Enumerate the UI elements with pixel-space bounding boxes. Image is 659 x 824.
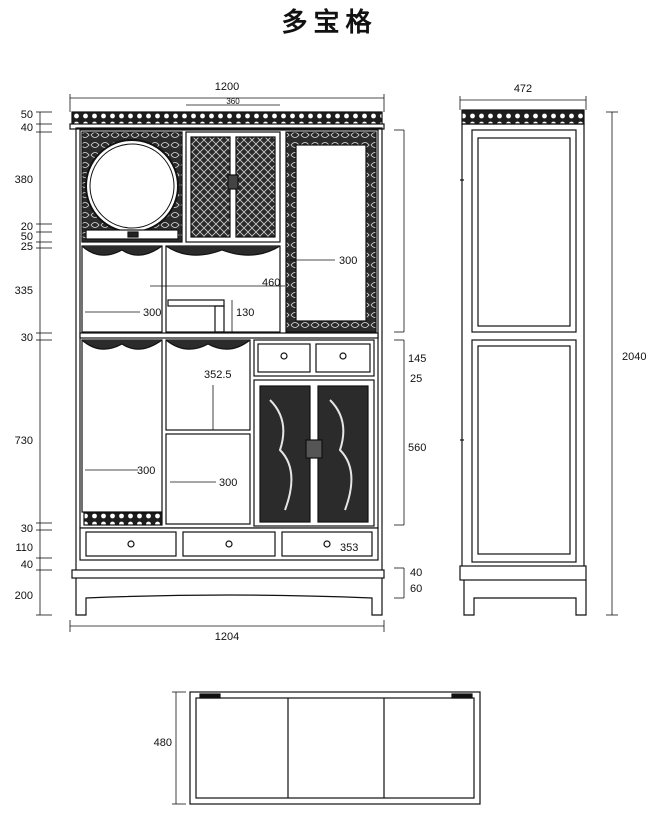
upper-drawer-left [257, 343, 311, 373]
middle-open-shelf [165, 245, 281, 333]
dim-center-lower: 300 [219, 477, 237, 489]
dim-left-5: 25 [21, 241, 33, 253]
dim-right-3: 40 [410, 567, 422, 579]
dim-left-0: 50 [21, 109, 33, 121]
left-open-shelf [81, 245, 163, 333]
dim-left-9: 30 [21, 523, 33, 535]
dim-left-10: 110 [15, 542, 33, 554]
dim-round-shelf: 300 [339, 255, 357, 267]
dim-width-inner: 360 [226, 97, 240, 106]
center-lower-shelf [165, 433, 251, 525]
dim-center-upper: 352.5 [204, 369, 232, 381]
dim-right-0: 145 [408, 353, 426, 365]
bottom-drawer-1 [85, 531, 177, 557]
center-upper-shelf [165, 339, 251, 431]
dim-width-bottom: 1204 [215, 631, 239, 643]
dim-left-8: 730 [15, 435, 33, 447]
dim-left-6: 335 [15, 285, 33, 297]
dim-left-12: 200 [15, 590, 33, 602]
left-ticks [36, 111, 52, 616]
left-tall-shelf [81, 339, 163, 513]
dim-left-7: 30 [21, 332, 33, 344]
dim-side-depth: 472 [514, 83, 532, 95]
front-elevation [69, 111, 385, 616]
base-rail [71, 569, 385, 579]
dim-left-11: 40 [21, 559, 33, 571]
page-title: 多宝格 [281, 8, 378, 38]
dim-left-2: 380 [15, 174, 33, 186]
dim-width-top: 1200 [215, 81, 239, 93]
dim-mid-shelf-w: 460 [262, 277, 280, 289]
dim-drawer-w: 353 [340, 542, 358, 554]
plan-dimensions [172, 691, 186, 805]
upper-drawer-right [315, 343, 371, 373]
side-dimensions [459, 96, 618, 616]
dim-right-2: 560 [408, 442, 426, 454]
dimension-labels: 1200 360 1204 50 40 380 20 50 25 335 30 … [15, 81, 427, 643]
dim-mid-small: 130 [236, 307, 254, 319]
front-dimensions [39, 94, 405, 632]
dim-left-1: 40 [21, 122, 33, 134]
bottom-drawer-2 [182, 531, 276, 557]
dim-plan-depth: 480 [154, 737, 172, 749]
side-elevation [459, 109, 587, 616]
dim-left-4: 50 [21, 231, 33, 243]
dim-left-shelf: 300 [143, 307, 161, 319]
dim-right-1: 25 [410, 373, 422, 385]
bottom-drawer-3 [281, 531, 373, 557]
dim-side-height: 2040 [622, 351, 646, 363]
plan-view [189, 691, 481, 805]
dim-left-3: 20 [21, 221, 33, 233]
dim-right-4: 60 [410, 583, 422, 595]
dim-left-lower: 300 [137, 465, 155, 477]
